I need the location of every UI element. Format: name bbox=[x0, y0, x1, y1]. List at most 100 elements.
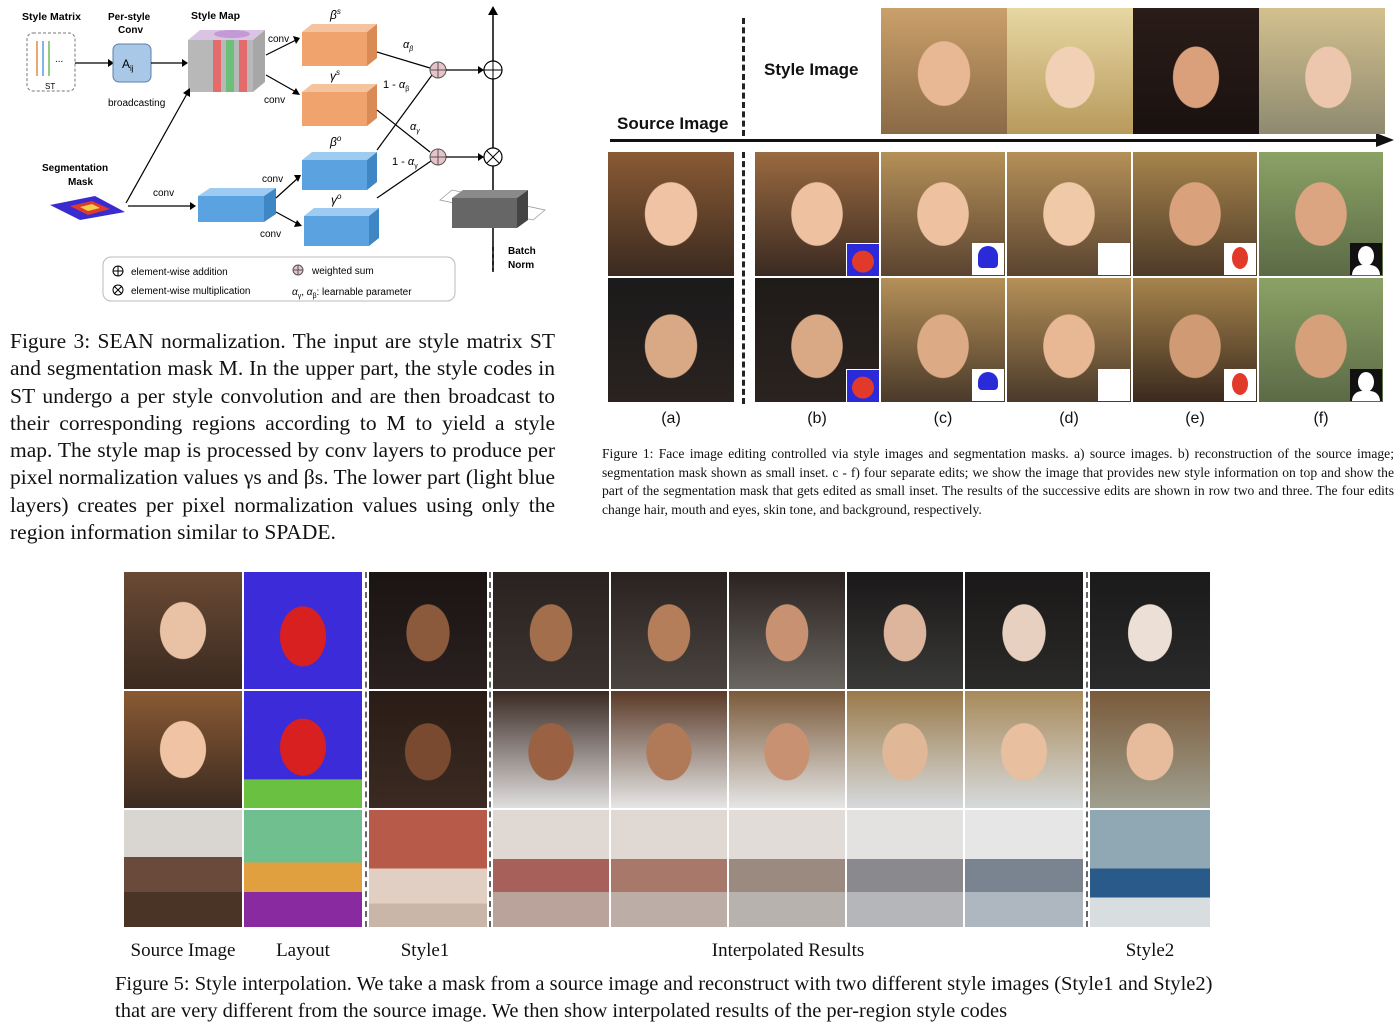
dashed-separator bbox=[489, 572, 491, 927]
interpolated-photo bbox=[493, 810, 609, 927]
label-interpolated-results: Interpolated Results bbox=[711, 940, 865, 961]
label-style1: Style1 bbox=[400, 940, 450, 961]
interpolated-photo bbox=[965, 691, 1083, 808]
a-ij-label: Aij bbox=[122, 57, 134, 73]
source-photo bbox=[608, 152, 734, 276]
interpolated-photo bbox=[965, 810, 1083, 927]
style1-photo bbox=[369, 810, 487, 927]
figure-5 bbox=[124, 572, 1214, 932]
label-layout: Layout bbox=[276, 940, 330, 961]
svg-text:conv: conv bbox=[260, 229, 281, 240]
label-source-image: Source Image bbox=[130, 940, 236, 961]
interpolated-photo bbox=[729, 572, 845, 689]
mask-inset bbox=[1098, 369, 1130, 401]
segmentation-mask-label: Segmentation bbox=[42, 163, 108, 174]
source-image-label: Source Image bbox=[617, 114, 729, 133]
column-label-b: (b) bbox=[807, 410, 827, 427]
alpha-gamma-label: αγ bbox=[410, 121, 420, 135]
beta-s-block bbox=[302, 32, 367, 66]
interpolated-photo bbox=[847, 691, 963, 808]
figure-5-caption: Figure 5: Style interpolation. We take a… bbox=[115, 973, 1213, 1022]
svg-text:Mask: Mask bbox=[68, 177, 93, 188]
dashed-separator bbox=[365, 572, 367, 927]
dashed-separator bbox=[742, 152, 745, 404]
column-label-d: (d) bbox=[1059, 410, 1079, 427]
per-style-conv-label: Per-style bbox=[108, 12, 151, 23]
per-style-conv-box bbox=[112, 43, 152, 83]
figure-1: Style Image Source Image (a) (b) (c) (d)… bbox=[606, 0, 1396, 440]
column-label-c: (c) bbox=[933, 410, 953, 427]
interpolated-photo bbox=[611, 572, 727, 689]
st-label: ST bbox=[45, 82, 55, 91]
svg-text:...: ... bbox=[55, 54, 63, 65]
style-image-label: Style Image bbox=[764, 60, 859, 79]
source-photo bbox=[608, 278, 734, 402]
style-image-photo bbox=[1007, 8, 1133, 134]
dashed-separator bbox=[742, 18, 745, 136]
legend-wsum-label: weighted sum bbox=[311, 266, 374, 277]
alpha-beta-label: αβ bbox=[403, 39, 413, 53]
beta-s-label: βs bbox=[329, 7, 341, 22]
style-image-photo bbox=[881, 8, 1007, 134]
batch-norm-label: Batch bbox=[508, 246, 536, 257]
beta-o-label: βo bbox=[329, 134, 342, 149]
svg-text:conv: conv bbox=[264, 95, 285, 106]
mask-inset bbox=[972, 369, 1004, 401]
style2-photo bbox=[1090, 810, 1210, 927]
style-image-photo bbox=[1259, 8, 1385, 134]
figure-1-caption: Figure 1: Face image editing controlled … bbox=[602, 446, 1394, 517]
mask-inset bbox=[846, 243, 880, 277]
source-photo bbox=[124, 572, 242, 689]
svg-text:Norm: Norm bbox=[508, 260, 534, 271]
diagram-legend bbox=[102, 256, 456, 302]
interpolated-photo bbox=[729, 691, 845, 808]
one-minus-alpha-beta-label: 1 - αβ bbox=[383, 79, 409, 93]
layout-mask bbox=[244, 691, 362, 808]
interpolated-photo bbox=[493, 572, 609, 689]
gamma-o-block bbox=[304, 216, 369, 246]
figure-3-caption: Figure 3: SEAN normalization. The input … bbox=[10, 329, 555, 545]
shared-conv-block bbox=[198, 196, 264, 222]
interpolated-photo bbox=[611, 810, 727, 927]
beta-o-block bbox=[302, 160, 367, 190]
style-matrix-box bbox=[26, 32, 76, 92]
interpolated-photo bbox=[611, 691, 727, 808]
column-label-e: (e) bbox=[1185, 410, 1205, 427]
legend-add-label: element-wise addition bbox=[131, 267, 228, 278]
mask-inset bbox=[846, 369, 880, 403]
gamma-s-block bbox=[302, 92, 367, 126]
dashed-separator bbox=[1086, 572, 1088, 927]
mask-inset bbox=[1098, 243, 1130, 275]
interpolated-photo bbox=[729, 810, 845, 927]
layout-mask bbox=[244, 572, 362, 689]
broadcasting-label: broadcasting bbox=[108, 98, 165, 109]
source-photo bbox=[124, 810, 242, 927]
mask-inset bbox=[1224, 243, 1256, 275]
label-style2: Style2 bbox=[1125, 940, 1175, 961]
interpolated-photo bbox=[493, 691, 609, 808]
mask-inset bbox=[972, 243, 1004, 275]
style1-photo bbox=[369, 572, 487, 689]
style-image-photo bbox=[1133, 8, 1259, 134]
one-minus-alpha-gamma-label: 1 - αγ bbox=[392, 156, 418, 170]
column-label-f: (f) bbox=[1313, 410, 1329, 427]
interpolated-photo bbox=[847, 810, 963, 927]
gamma-s-label: γs bbox=[330, 68, 340, 83]
column-label-a: (a) bbox=[661, 410, 681, 427]
timeline-arrow bbox=[610, 139, 1380, 142]
style2-photo bbox=[1090, 691, 1210, 808]
style-matrix-label: Style Matrix bbox=[22, 11, 81, 23]
mask-inset bbox=[1224, 369, 1256, 401]
legend-param-label: αγ, αβ: learnable parameter bbox=[292, 287, 412, 300]
svg-text:conv: conv bbox=[268, 34, 289, 45]
svg-text:conv: conv bbox=[262, 174, 283, 185]
sean-normalization-diagram: Style Matrix ... ST Per-style Conv Aij b… bbox=[22, 6, 546, 302]
legend-mul-label: element-wise multiplication bbox=[131, 286, 251, 297]
interpolated-photo bbox=[965, 572, 1083, 689]
layout-mask bbox=[244, 810, 362, 927]
svg-text:Conv: Conv bbox=[118, 25, 143, 36]
style-map-label: Style Map bbox=[191, 10, 240, 22]
mask-inset bbox=[1350, 369, 1382, 401]
style2-photo bbox=[1090, 572, 1210, 689]
interpolated-photo bbox=[847, 572, 963, 689]
